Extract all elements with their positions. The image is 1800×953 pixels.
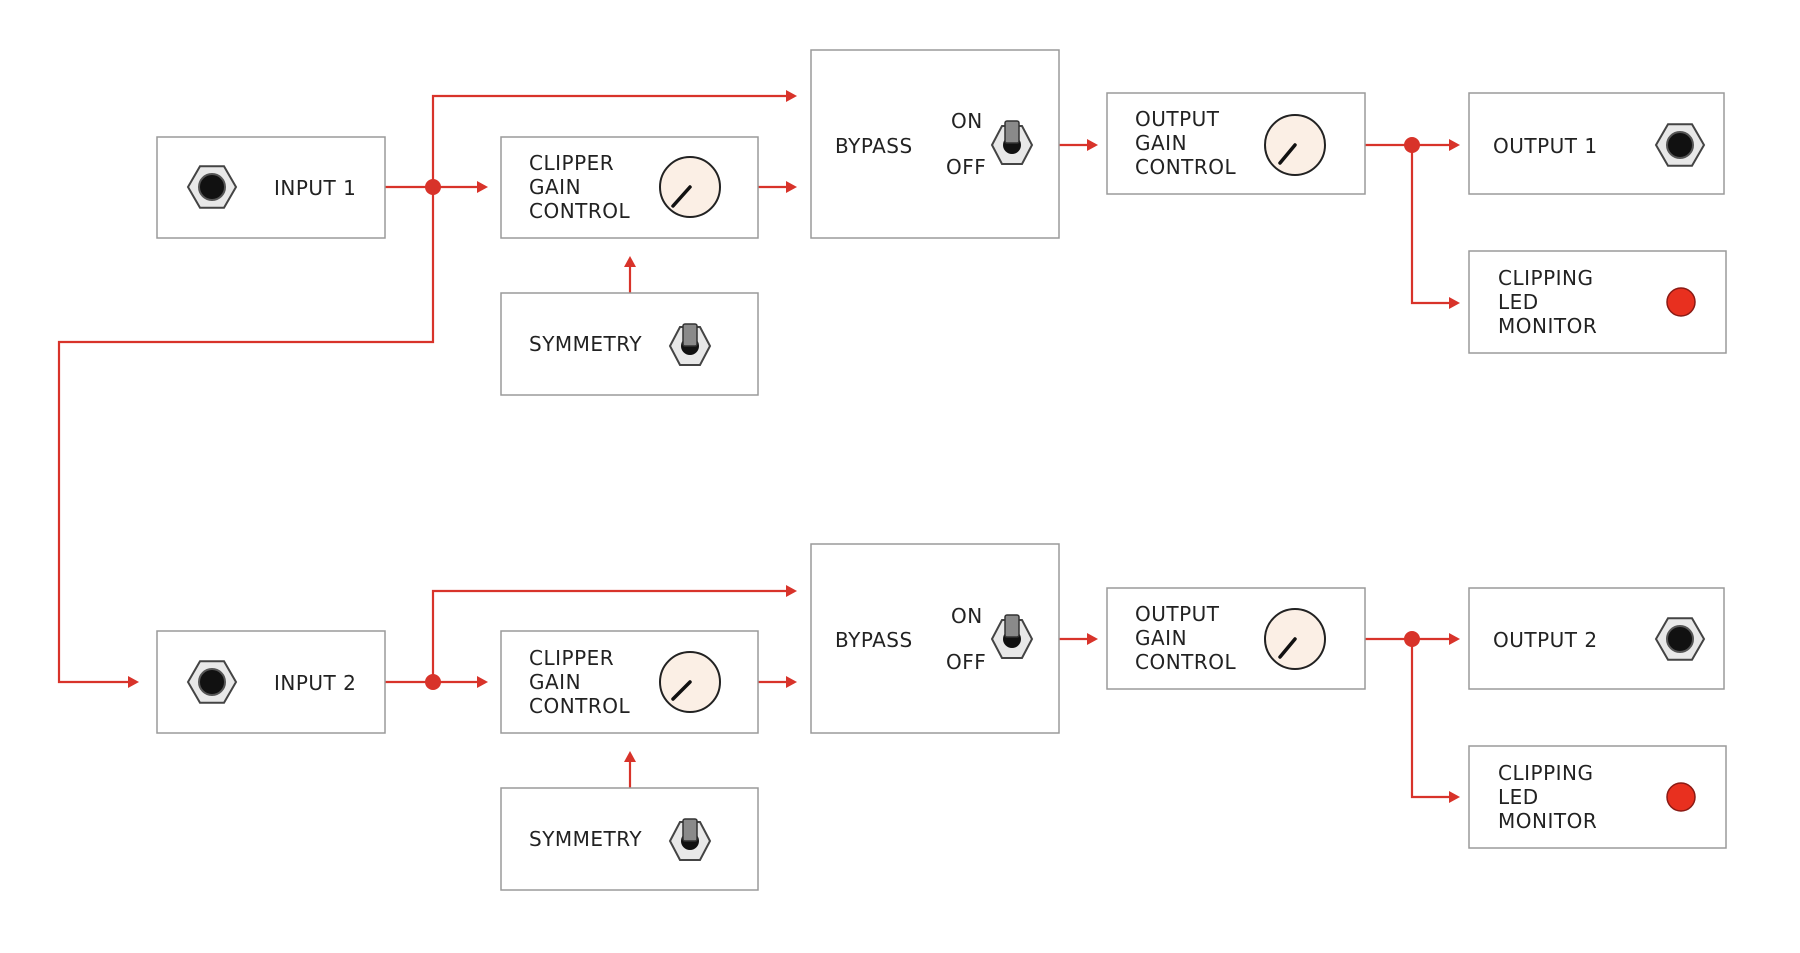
output-2-box: OUTPUT 2 (1468, 587, 1725, 690)
bypass-on-label: ON (951, 109, 983, 133)
input-2-box: INPUT 2 (156, 630, 386, 734)
clipper-gain-control-2-box: CLIPPER GAIN CONTROL (500, 630, 759, 734)
clipping-led-monitor-2-box: CLIPPING LED MONITOR (1468, 745, 1727, 849)
led-monitor-label-line3: MONITOR (1498, 809, 1597, 833)
bypass-1-box: BYPASS ON OFF (810, 49, 1060, 239)
knob-icon[interactable] (659, 156, 721, 218)
output-1-box: OUTPUT 1 (1468, 92, 1725, 195)
output-gain-label-line3: CONTROL (1135, 650, 1237, 674)
led-monitor-label-line3: MONITOR (1498, 314, 1597, 338)
led-monitor-label-line2: LED (1498, 785, 1539, 809)
bypass-2-box: BYPASS ON OFF (810, 543, 1060, 734)
bypass-label: BYPASS (835, 628, 913, 652)
input-1-box: INPUT 1 (156, 136, 386, 239)
clipper-gain-label-line2: GAIN (529, 175, 581, 199)
symmetry-label: SYMMETRY (529, 827, 642, 851)
bypass-label: BYPASS (835, 134, 913, 158)
knob-icon[interactable] (1264, 608, 1326, 670)
clipping-led-monitor-1-box: CLIPPING LED MONITOR (1468, 250, 1727, 354)
channel-2: INPUT 2 CLIPPER GAIN CONTROL SYMMETRY BY… (156, 543, 1727, 891)
channel-1-wires (385, 90, 1460, 309)
symmetry-2-box: SYMMETRY (500, 787, 759, 891)
output-gain-label-line1: OUTPUT (1135, 602, 1220, 626)
input-1-label: INPUT 1 (274, 176, 356, 200)
led-icon (1666, 287, 1696, 317)
bypass-off-label: OFF (946, 155, 986, 179)
output-gain-control-2-box: OUTPUT GAIN CONTROL (1106, 587, 1366, 690)
output-gain-label-line3: CONTROL (1135, 155, 1237, 179)
bypass-off-label: OFF (946, 650, 986, 674)
knob-icon[interactable] (1264, 114, 1326, 176)
led-monitor-label-line1: CLIPPING (1498, 761, 1593, 785)
output-gain-label-line2: GAIN (1135, 131, 1187, 155)
knob-icon[interactable] (659, 651, 721, 713)
clipper-gain-label-line1: CLIPPER (529, 646, 614, 670)
channel-2-wires (385, 585, 1460, 803)
clipper-gain-label-line3: CONTROL (529, 694, 631, 718)
led-icon (1666, 782, 1696, 812)
output-gain-control-1-box: OUTPUT GAIN CONTROL (1106, 92, 1366, 195)
clipper-gain-label-line3: CONTROL (529, 199, 631, 223)
output-gain-label-line2: GAIN (1135, 626, 1187, 650)
crossfeed-wire (57, 187, 435, 688)
input-2-label: INPUT 2 (274, 671, 356, 695)
led-monitor-label-line1: CLIPPING (1498, 266, 1593, 290)
bypass-on-label: ON (951, 604, 983, 628)
clipper-gain-label-line1: CLIPPER (529, 151, 614, 175)
clipper-gain-label-line2: GAIN (529, 670, 581, 694)
output-2-label: OUTPUT 2 (1493, 628, 1598, 652)
output-1-label: OUTPUT 1 (1493, 134, 1598, 158)
channel-1: INPUT 1 CLIPPER GAIN CONTROL SYMMETRY BY… (156, 49, 1727, 396)
clipper-gain-control-1-box: CLIPPER GAIN CONTROL (500, 136, 759, 239)
symmetry-1-box: SYMMETRY (500, 292, 759, 396)
output-gain-label-line1: OUTPUT (1135, 107, 1220, 131)
symmetry-label: SYMMETRY (529, 332, 642, 356)
led-monitor-label-line2: LED (1498, 290, 1539, 314)
